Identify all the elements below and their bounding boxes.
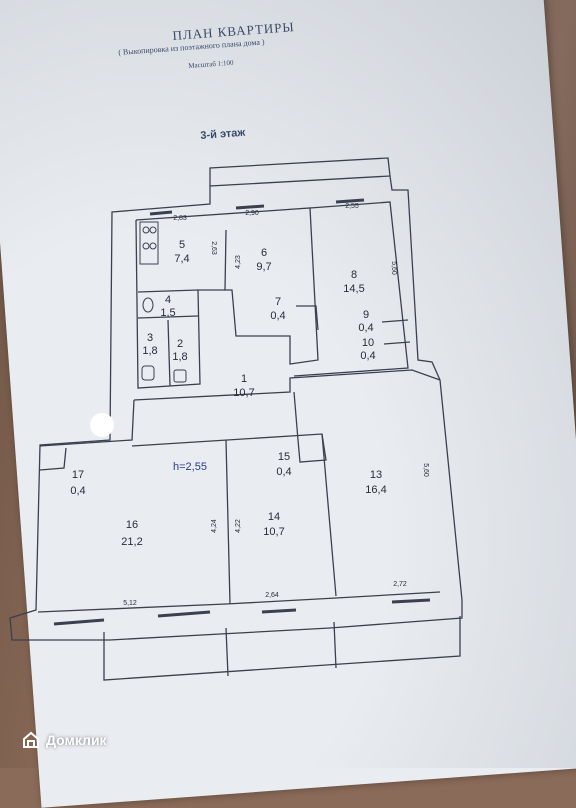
- room-2-area: 1,8: [172, 351, 187, 363]
- dim-room13-width: 2,72: [393, 581, 407, 588]
- wall-corridor-left: [39, 399, 135, 447]
- wall-closet-17: [39, 447, 67, 471]
- dim-room5-width: 2,83: [173, 215, 187, 222]
- wall-room-5: [135, 219, 225, 389]
- dim-room14-depth: 4,22: [235, 519, 242, 533]
- bottom-balcony: [103, 616, 461, 681]
- domclick-house-icon: [23, 731, 39, 748]
- room-1-area: 10,7: [233, 387, 254, 399]
- dim-room8-depth: 5,60: [390, 261, 397, 275]
- room-7-number: 7: [275, 296, 281, 308]
- room-4-number: 4: [165, 294, 171, 306]
- room-5-number: 5: [179, 239, 185, 251]
- wall-closets-9-10: [381, 319, 411, 345]
- room-2-number: 2: [177, 338, 183, 350]
- watermark: Домклик: [22, 731, 107, 749]
- stove-icon: [139, 221, 159, 265]
- room-13-area: 16,4: [365, 484, 386, 496]
- room-3-area: 1,8: [142, 345, 157, 357]
- wall-room-14-13: [321, 433, 337, 597]
- room-17-number: 17: [72, 469, 84, 481]
- toilet-icon: [142, 297, 154, 313]
- balcony-dividers: [225, 621, 337, 677]
- dim-room5-depth: 2,63: [210, 241, 217, 255]
- watermark-text: Домклик: [46, 732, 107, 748]
- top-windows: [149, 198, 365, 216]
- wall-corridor: [133, 369, 441, 401]
- bottom-windows: [53, 598, 431, 626]
- wall-closet-15: [131, 433, 327, 463]
- wall-bottom-inner: [37, 591, 441, 613]
- marker-dot: [90, 413, 114, 437]
- floor-plan: 1 10,7 2 1,8 3 1,8 4 1,5 5 7,4 6 9,7 7 0…: [9, 157, 463, 681]
- room-14-number: 14: [268, 511, 280, 523]
- room-8-number: 8: [351, 269, 357, 281]
- dim-room13-depth: 5,60: [422, 463, 429, 477]
- room-17-area: 0,4: [70, 485, 85, 497]
- bath-icon: [141, 365, 155, 381]
- room-9-area: 0,4: [358, 322, 373, 334]
- room-14-area: 10,7: [263, 526, 284, 538]
- wall-room-5-6: [135, 207, 319, 365]
- room-5-area: 7,4: [174, 253, 189, 265]
- wall-closet-7: [296, 305, 319, 331]
- room-4-area: 1,5: [160, 307, 175, 319]
- room-10-number: 10: [362, 337, 374, 349]
- room-15-area: 0,4: [276, 466, 291, 478]
- dim-room16-width: 5,12: [123, 600, 137, 607]
- wall-room-4: [137, 289, 199, 293]
- wall-room-8: [293, 201, 409, 377]
- sink-icon: [173, 369, 187, 383]
- wall-room-16-14: [225, 439, 231, 605]
- ceiling-height: h=2,55: [173, 461, 207, 473]
- room-8-area: 14,5: [343, 283, 364, 295]
- room-15-number: 15: [278, 451, 290, 463]
- room-13-number: 13: [370, 469, 382, 481]
- room-16-number: 16: [126, 519, 138, 531]
- room-1-number: 1: [241, 373, 247, 385]
- room-9-number: 9: [363, 309, 369, 321]
- dim-room8-width: 2,55: [345, 203, 359, 210]
- dim-room16-depth: 4,24: [211, 519, 218, 533]
- wall-room-2-3: [167, 319, 171, 387]
- room-6-area: 9,7: [256, 261, 271, 273]
- room-7-area: 0,4: [270, 310, 285, 322]
- wall-room-13-left: [293, 391, 299, 441]
- wall-room-3-2: [137, 315, 199, 319]
- dim-room6-width: 2,90: [245, 210, 259, 217]
- top-balcony: [209, 157, 391, 186]
- room-6-number: 6: [261, 247, 267, 259]
- dim-room14-width: 2,64: [265, 592, 279, 599]
- dim-room6-depth: 4,23: [235, 255, 242, 269]
- room-16-area: 21,2: [121, 536, 142, 548]
- room-10-area: 0,4: [360, 350, 375, 362]
- room-3-number: 3: [147, 332, 153, 344]
